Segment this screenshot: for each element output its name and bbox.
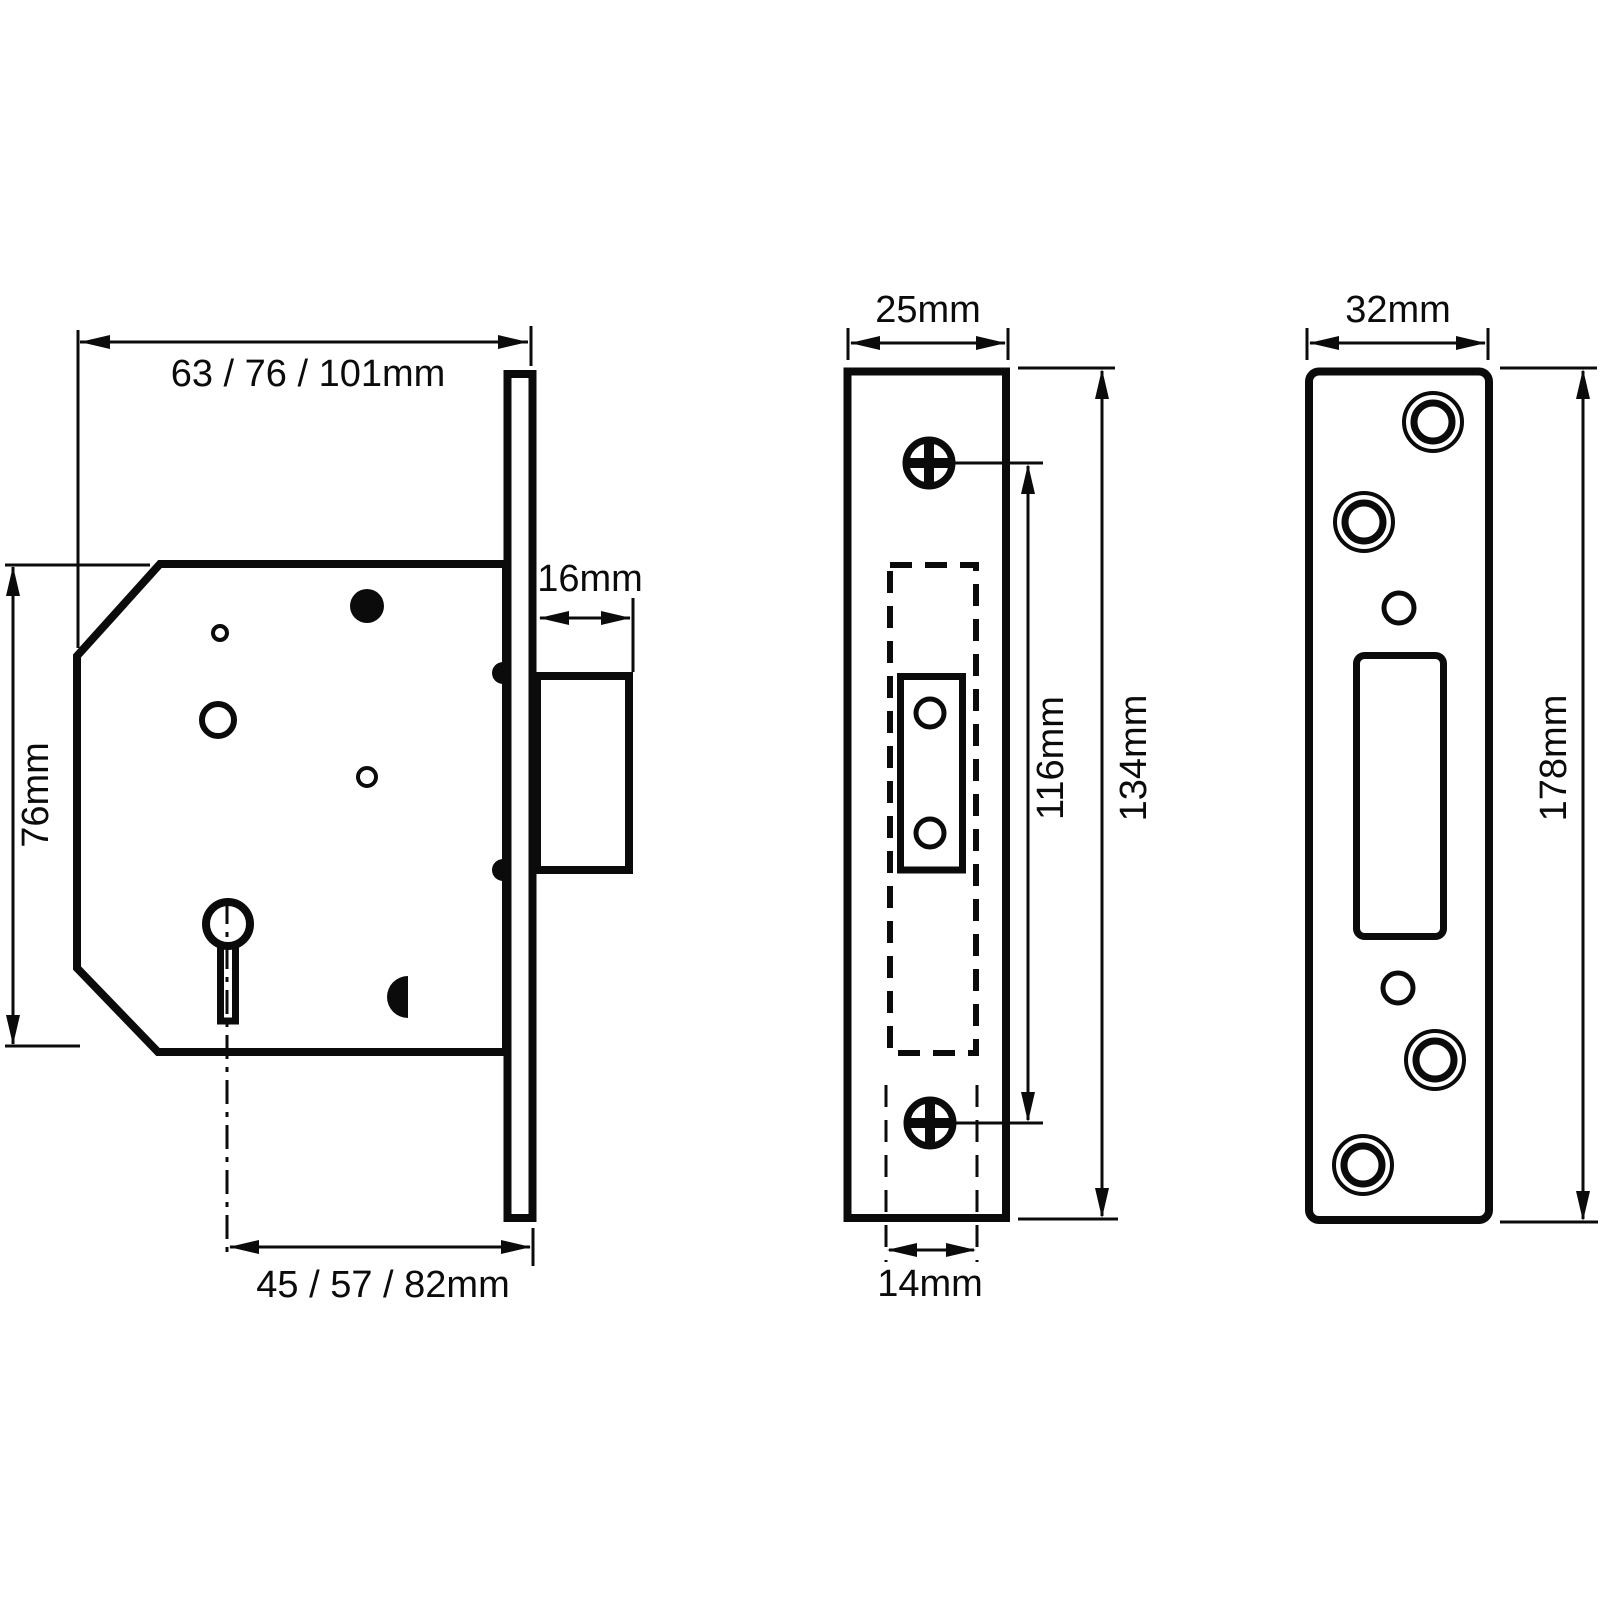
hole-inner-ring (1410, 399, 1456, 445)
dim-backset: 45 / 57 / 82mm (229, 1228, 535, 1306)
arrowhead-left (887, 1243, 917, 1257)
arrowhead-right (501, 1240, 531, 1254)
lock-case-outline (73, 560, 510, 1056)
arrowhead-right (1456, 336, 1486, 350)
strike-bolt-aperture (1353, 652, 1447, 940)
dim-label-case-length: 63 / 76 / 101mm (171, 353, 446, 395)
dim-label-screw-centres: 116mm (1030, 696, 1072, 820)
faceplate-edge (503, 370, 537, 1222)
dim-faceplate-length: 134mm (1018, 366, 1155, 1221)
dim-label-strike-length: 178mm (1533, 695, 1575, 822)
dim-strike-length: 178mm (1500, 366, 1598, 1224)
dim-bolt-throw: 16mm (537, 558, 643, 672)
arrowhead-up (1576, 369, 1590, 399)
hole-inner-ring (1341, 499, 1387, 545)
arrowhead-down (1095, 1188, 1109, 1218)
arrowhead-down (1021, 1092, 1035, 1122)
strike-plate-view: 32mm 178mm (1305, 289, 1598, 1224)
arrowhead-down (1576, 1191, 1590, 1221)
dim-screw-centres: 116mm (1021, 464, 1072, 1122)
dim-label-faceplate-width: 25mm (875, 289, 981, 331)
screw-top (902, 436, 956, 490)
arrowhead-left (1309, 336, 1339, 350)
dim-label-case-height: 76mm (15, 742, 57, 848)
strike-hole-upper-left (1333, 491, 1395, 553)
arrowhead-right (498, 335, 528, 349)
strike-hole-top-right (1402, 391, 1464, 453)
arrowhead-up (1095, 369, 1109, 399)
bolt-hole-top (913, 696, 947, 730)
dim-strike-width: 32mm (1305, 289, 1490, 360)
case-stud-black (350, 589, 384, 623)
case-hole-medium (199, 701, 237, 739)
case-hidden-outline (887, 562, 979, 1056)
arrowhead-right (946, 1243, 976, 1257)
dim-faceplate-width: 25mm (846, 289, 1010, 360)
arrowhead-left (539, 611, 569, 625)
dim-bolt-width: 14mm (877, 1085, 983, 1305)
arrowhead-down (6, 1015, 20, 1045)
case-hole-tiny (211, 624, 229, 642)
deadbolt-side (533, 672, 633, 874)
side-view: 63 / 76 / 101mm 76mm 16mm 45 / 57 / 82mm (5, 326, 643, 1306)
arrowhead-left (229, 1240, 259, 1254)
dim-case-height: 76mm (5, 563, 150, 1048)
keyhole-icon (202, 898, 254, 1260)
arrowhead-up (1021, 464, 1035, 494)
hole-inner-ring (1412, 1037, 1458, 1083)
arrowhead-up (6, 566, 20, 596)
strike-pin-hole-upper (1381, 590, 1417, 626)
strike-pin-hole-lower (1380, 970, 1416, 1006)
dim-label-bolt-throw: 16mm (537, 558, 643, 600)
front-view: 25mm 116mm 134mm 14mm (843, 289, 1155, 1305)
dim-label-bolt-width: 14mm (877, 1263, 983, 1305)
arrowhead-right (976, 336, 1006, 350)
hole-inner-ring (1340, 1142, 1386, 1188)
half-moon-cam (387, 976, 408, 1018)
dim-label-faceplate-length: 134mm (1113, 695, 1155, 822)
strike-hole-bottom-left (1332, 1134, 1394, 1196)
strike-hole-lower-right (1404, 1029, 1466, 1091)
dim-label-backset: 45 / 57 / 82mm (256, 1264, 509, 1306)
arrowhead-left (80, 335, 110, 349)
arrowhead-left (850, 336, 880, 350)
dim-case-length: 63 / 76 / 101mm (76, 326, 533, 648)
bolt-hole-bottom (913, 816, 947, 850)
arrowhead-right (601, 611, 631, 625)
case-hole-small (356, 766, 378, 788)
screw-bottom (903, 1096, 957, 1150)
dim-label-strike-width: 32mm (1345, 289, 1451, 331)
